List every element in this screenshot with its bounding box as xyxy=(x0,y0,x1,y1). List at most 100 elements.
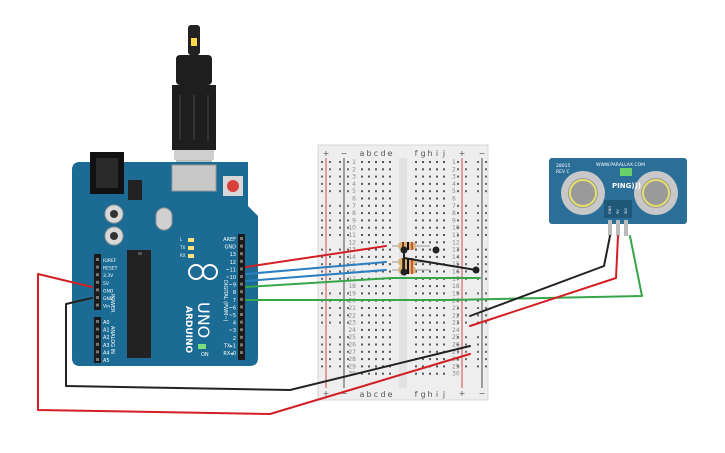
bb-hole xyxy=(361,321,363,324)
wire-blue-pin11 xyxy=(245,261,387,275)
bb-hole xyxy=(389,197,391,200)
bb-column-letter: a xyxy=(360,149,365,158)
bb-rail-hole xyxy=(457,182,459,185)
bb-hole xyxy=(443,175,445,178)
bb-plus-bottom-left: + xyxy=(323,389,330,398)
bb-rail-hole xyxy=(321,248,323,251)
bb-hole xyxy=(415,336,417,339)
bb-rail-hole xyxy=(465,292,467,295)
bb-rail-hole xyxy=(465,263,467,266)
bb-rail-hole xyxy=(321,204,323,207)
bb-hole xyxy=(429,219,431,222)
bb-hole xyxy=(415,175,417,178)
bb-hole xyxy=(436,219,438,222)
bb-rail-hole xyxy=(347,190,349,193)
bb-rail-hole xyxy=(347,336,349,339)
analog-pin-label: A5 xyxy=(103,358,110,364)
arduino-board xyxy=(72,152,258,366)
bb-hole xyxy=(429,197,431,200)
bb-rail-hole xyxy=(339,263,341,266)
bb-hole xyxy=(389,182,391,185)
bb-hole xyxy=(422,234,424,236)
bb-rail-hole xyxy=(457,307,459,309)
bb-hole xyxy=(443,307,445,309)
bb-hole xyxy=(361,212,363,215)
arduino-brand: ARDUINO xyxy=(183,306,193,354)
bb-rail-hole xyxy=(347,255,349,258)
bb-plus-top-right: + xyxy=(459,149,466,158)
bb-hole xyxy=(429,292,431,295)
bb-hole xyxy=(443,248,445,251)
bb-rail-hole xyxy=(329,234,331,236)
bb-hole xyxy=(382,328,384,331)
bb-row-number: 27 xyxy=(452,349,460,356)
bb-hole xyxy=(375,328,377,331)
bb-rail-hole xyxy=(339,219,341,222)
bb-hole xyxy=(436,321,438,324)
bb-row-number: 21 xyxy=(348,305,356,312)
bb-hole xyxy=(375,263,377,266)
bb-column-letter: g xyxy=(420,149,425,158)
bb-hole xyxy=(443,226,445,229)
bb-hole xyxy=(382,197,384,200)
breadboard-grid xyxy=(321,161,487,375)
wire-black-resistor-link xyxy=(403,257,477,271)
bb-hole xyxy=(389,168,391,171)
bb-rail-hole xyxy=(329,219,331,222)
bb-rail-hole xyxy=(347,358,349,361)
bb-column-letter: d xyxy=(380,149,385,158)
bb-hole xyxy=(415,234,417,236)
power-pin-label: Vin xyxy=(103,304,110,310)
bb-rail-hole xyxy=(465,161,467,163)
bb-hole xyxy=(361,197,363,200)
bb-row-number: 5 xyxy=(352,188,356,195)
bb-row-number: 26 xyxy=(348,342,356,349)
bb-rail-hole xyxy=(321,190,323,193)
bb-rail-hole xyxy=(339,343,341,346)
digital-pin-label: 2 xyxy=(233,336,236,342)
bb-rail-hole xyxy=(339,234,341,236)
bb-hole xyxy=(415,161,417,163)
bb-minus-top-left: − xyxy=(341,149,348,158)
bb-hole xyxy=(375,190,377,193)
bb-hole xyxy=(436,197,438,200)
bb-row-number: 27 xyxy=(348,349,356,356)
bb-rail-hole xyxy=(485,182,487,185)
bb-hole xyxy=(422,365,424,368)
bb-rail-hole xyxy=(465,204,467,207)
bb-hole xyxy=(389,255,391,258)
bb-hole xyxy=(429,285,431,288)
bb-hole xyxy=(436,285,438,288)
bb-hole xyxy=(361,365,363,368)
bb-rail-hole xyxy=(465,314,467,317)
bb-rail-hole xyxy=(477,182,479,185)
bb-hole xyxy=(429,241,431,244)
bb-hole xyxy=(436,226,438,229)
bb-rail-hole xyxy=(329,321,331,324)
bb-hole xyxy=(375,204,377,207)
bb-hole xyxy=(415,255,417,258)
bb-row-number: 28 xyxy=(452,356,460,363)
digital-header-title: DIGITAL (PWM~) xyxy=(222,280,228,322)
bb-rail-hole xyxy=(321,350,323,353)
bb-hole xyxy=(415,263,417,266)
bb-rail-hole xyxy=(457,161,459,163)
digital-pin xyxy=(240,290,243,294)
bb-hole xyxy=(429,350,431,353)
bb-hole xyxy=(382,336,384,339)
bb-column-letter: j xyxy=(442,390,445,399)
bb-column-letter: f xyxy=(415,390,418,399)
bb-hole xyxy=(389,270,391,273)
bb-hole xyxy=(443,182,445,185)
bb-rail-hole xyxy=(329,350,331,353)
bb-hole xyxy=(443,270,445,273)
analog-pin xyxy=(96,327,99,331)
bb-hole xyxy=(368,219,370,222)
bb-row-number: 25 xyxy=(348,334,356,341)
bb-rail-hole xyxy=(457,336,459,339)
bb-hole xyxy=(436,270,438,273)
bb-rail-hole xyxy=(329,190,331,193)
bb-rail-hole xyxy=(485,270,487,273)
bb-rail-hole xyxy=(477,314,479,317)
